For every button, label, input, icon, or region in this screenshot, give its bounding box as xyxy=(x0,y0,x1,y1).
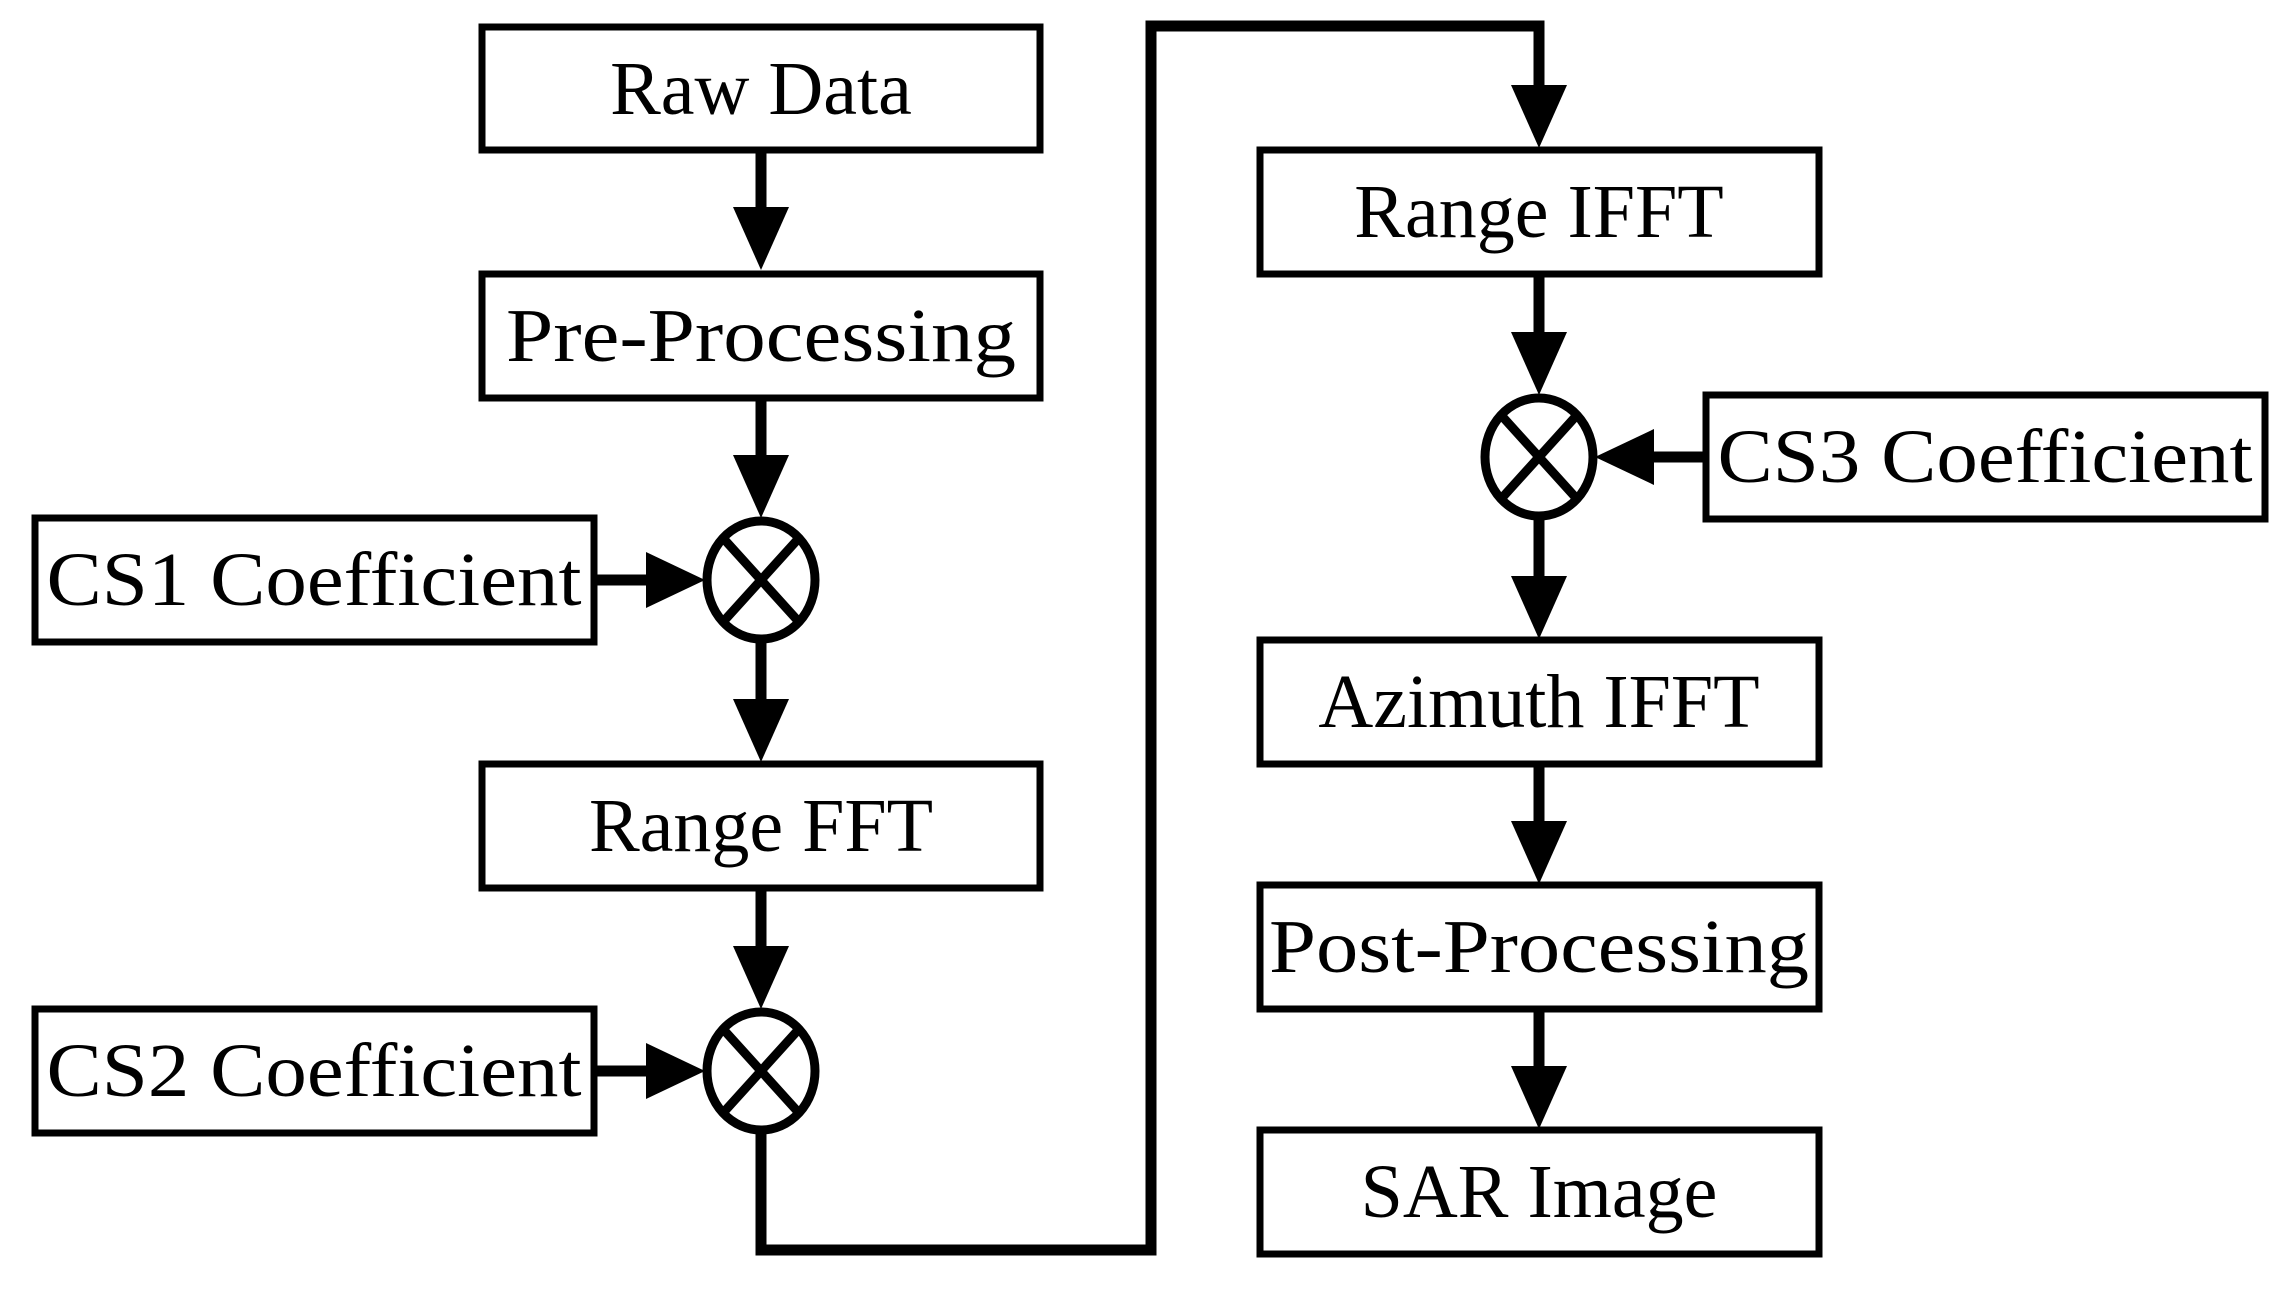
arrowhead xyxy=(1511,332,1567,395)
arrowhead xyxy=(733,455,789,518)
arrowhead xyxy=(646,552,705,608)
block-range-ifft: Range IFFT xyxy=(1256,146,1823,278)
block-range-fft: Range FFT xyxy=(478,760,1044,892)
block-label: Range IFFT xyxy=(1354,170,1723,254)
block-raw-data: Raw Data xyxy=(478,23,1044,154)
block-cs3-coefficient: CS3 Coefficient xyxy=(1702,391,2269,523)
arrowhead xyxy=(646,1043,705,1099)
arrowhead xyxy=(1511,821,1567,884)
block-cs2-coefficient: CS2 Coefficient xyxy=(31,1005,598,1137)
arrowhead xyxy=(1511,85,1567,148)
block-label: Azimuth IFFT xyxy=(1318,660,1759,744)
arrowhead xyxy=(733,946,789,1009)
block-pre-processing: Pre-Processing xyxy=(478,270,1044,402)
arrowhead xyxy=(1511,1066,1567,1129)
arrow-mult2-to-range-ifft xyxy=(755,20,1545,1256)
block-label: CS3 Coefficient xyxy=(1718,415,2253,499)
block-label: CS1 Coefficient xyxy=(47,538,582,622)
multiply-node-3 xyxy=(1480,393,1598,521)
block-label: Post-Processing xyxy=(1269,905,1809,989)
arrowhead xyxy=(733,699,789,762)
connectors xyxy=(594,20,1706,1256)
block-sar-image: SAR Image xyxy=(1256,1126,1823,1258)
block-label: SAR Image xyxy=(1361,1150,1718,1234)
multiply-node-2 xyxy=(702,1007,820,1135)
arrowhead xyxy=(1511,576,1567,639)
block-post-processing: Post-Processing xyxy=(1256,881,1823,1013)
block-label: CS2 Coefficient xyxy=(47,1029,582,1113)
block-label: Pre-Processing xyxy=(506,294,1016,378)
block-cs1-coefficient: CS1 Coefficient xyxy=(31,514,598,646)
multiply-node-1 xyxy=(702,516,820,644)
block-label: Raw Data xyxy=(610,47,912,131)
block-label: Range FFT xyxy=(589,784,933,868)
block-azimuth-ifft: Azimuth IFFT xyxy=(1256,636,1823,768)
arrowhead xyxy=(1595,429,1654,485)
arrowhead xyxy=(733,207,789,270)
